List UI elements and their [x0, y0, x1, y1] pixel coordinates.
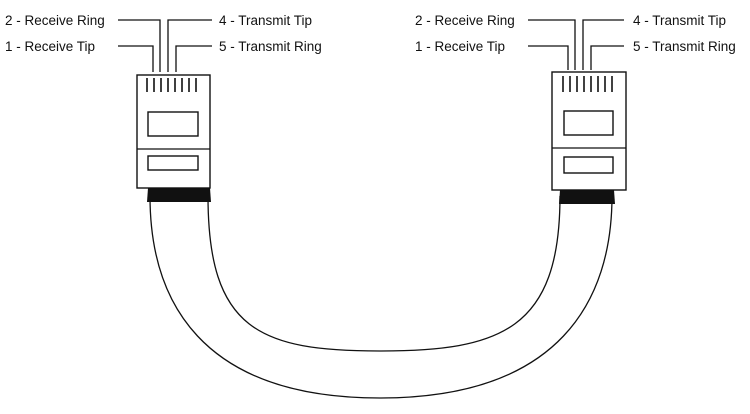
right-leader-pin2 [528, 19, 576, 70]
right-leader-lines [528, 19, 624, 70]
cable-inner-edge [207, 195, 561, 352]
left-plug-window [147, 111, 199, 137]
right-label-pin2: 2 - Receive Ring [415, 13, 515, 28]
left-cable-jacket [147, 188, 211, 202]
right-connector: 2 - Receive Ring 1 - Receive Tip 4 - Tra… [415, 13, 736, 204]
right-label-pin4: 4 - Transmit Tip [633, 13, 726, 28]
right-label-pin1: 1 - Receive Tip [415, 39, 505, 54]
left-leader-pin4 [167, 19, 212, 72]
right-plug-clip [563, 156, 614, 174]
left-plug-clip [147, 155, 199, 171]
left-label-pin2: 2 - Receive Ring [5, 13, 105, 28]
right-cable-jacket [559, 190, 615, 204]
right-pin-contacts [562, 76, 613, 92]
right-plug-window [563, 110, 614, 136]
right-leader-pin5 [590, 45, 624, 70]
cable [149, 195, 613, 399]
left-pin-contacts [146, 78, 197, 92]
cable-outer-edge [149, 195, 613, 399]
left-label-pin4: 4 - Transmit Tip [219, 13, 312, 28]
left-leader-pin2 [118, 19, 161, 72]
left-label-pin5: 5 - Transmit Ring [219, 39, 322, 54]
right-leader-pin4 [582, 19, 624, 70]
left-leader-pin5 [175, 45, 212, 72]
left-leader-pin1 [118, 45, 154, 72]
left-leader-lines [118, 19, 212, 72]
left-connector: 2 - Receive Ring 1 - Receive Tip 4 - Tra… [5, 13, 322, 202]
left-label-pin1: 1 - Receive Tip [5, 39, 95, 54]
right-label-pin5: 5 - Transmit Ring [633, 39, 736, 54]
right-leader-pin1 [528, 45, 569, 70]
